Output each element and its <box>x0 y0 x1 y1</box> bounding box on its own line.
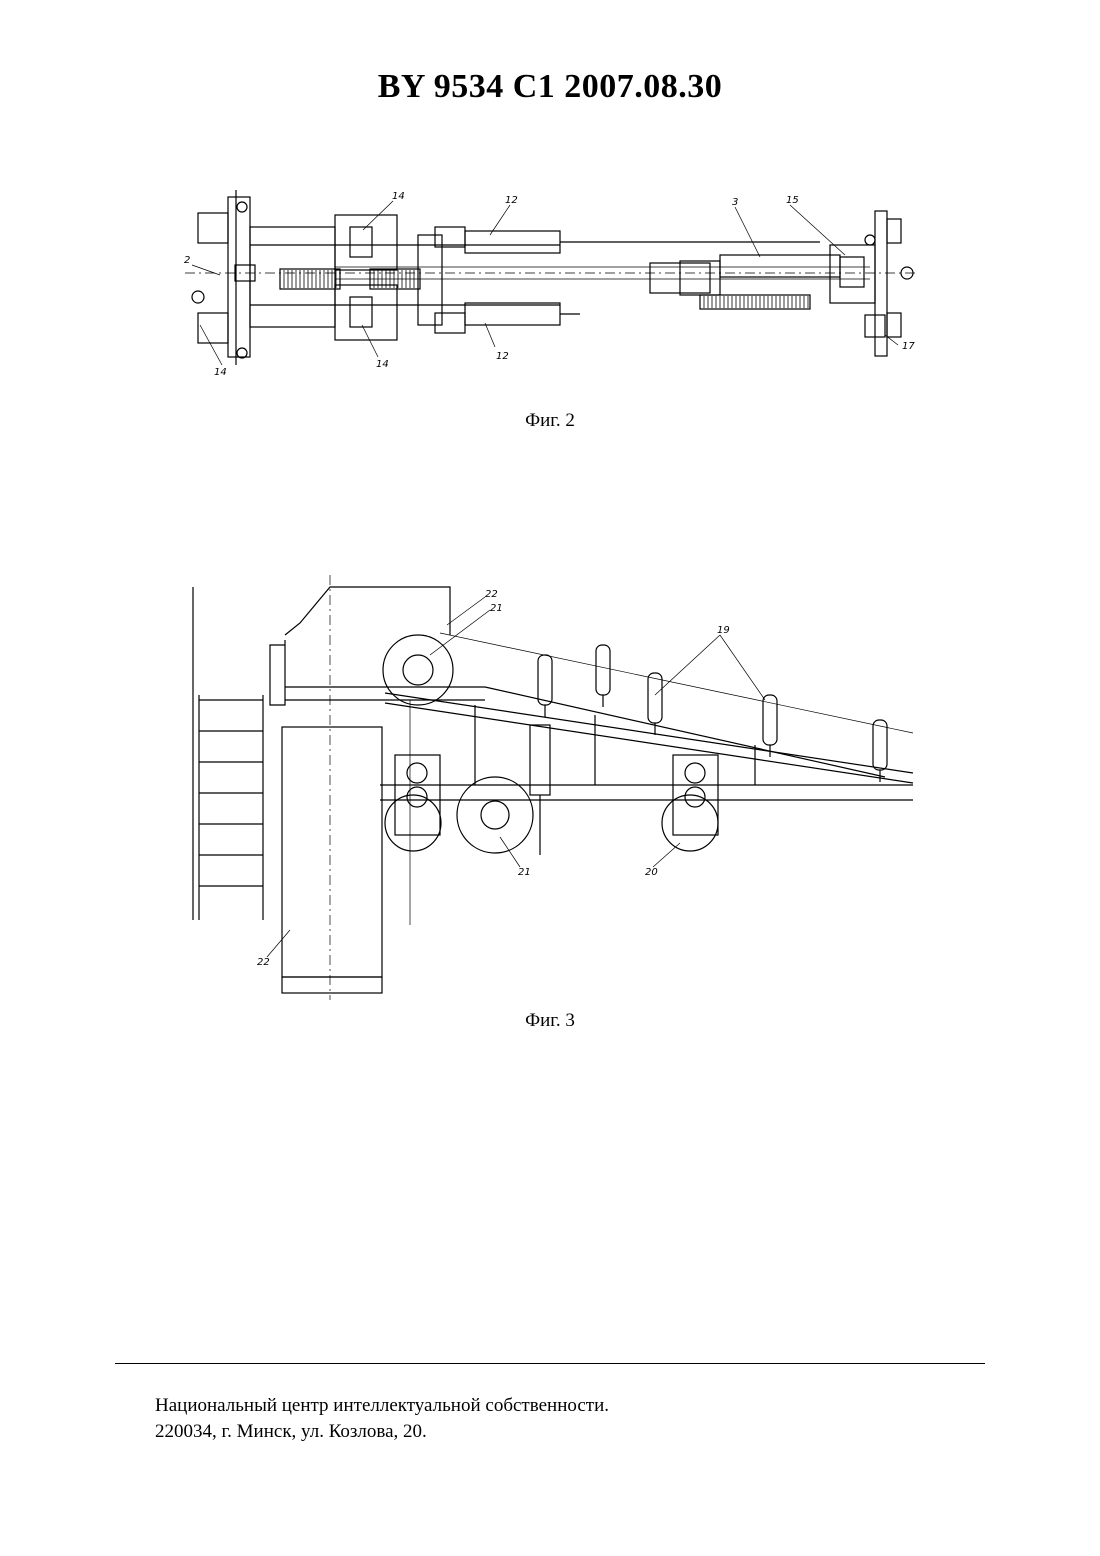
label-17: 17 <box>902 341 915 352</box>
label-2: 2 <box>184 255 190 266</box>
label-3: 3 <box>732 197 738 208</box>
figure-2-caption: Фиг. 2 <box>0 410 1100 432</box>
label-22-bottom: 22 <box>257 957 270 968</box>
page-title: BY 9534 C1 2007.08.30 <box>0 68 1100 106</box>
footer-organization: Национальный центр интеллектуальной собс… <box>155 1393 609 1419</box>
figure-3-caption: Фиг. 3 <box>0 1010 1100 1032</box>
label-12-top: 12 <box>505 195 518 206</box>
footer: Национальный центр интеллектуальной собс… <box>155 1393 609 1445</box>
label-14-left: 14 <box>214 367 227 378</box>
label-14-top: 14 <box>392 191 405 202</box>
label-22-top: 22 <box>485 589 498 600</box>
figure-3-drawing: 22 21 19 21 20 22 <box>185 575 925 1005</box>
drum-lower <box>457 777 533 853</box>
label-21-bottom: 21 <box>518 867 531 878</box>
label-21-top: 21 <box>490 603 503 614</box>
ladder <box>193 587 263 920</box>
label-20: 20 <box>645 867 658 878</box>
label-12-bottom: 12 <box>496 351 509 362</box>
label-19: 19 <box>717 625 730 636</box>
bogie-left <box>385 755 441 851</box>
label-14-bottom: 14 <box>376 359 389 370</box>
label-15: 15 <box>786 195 799 206</box>
figure-2-drawing: 2 14 12 3 15 14 14 12 17 <box>180 185 920 385</box>
bogie-right <box>662 755 718 851</box>
footer-address: 220034, г. Минск, ул. Козлова, 20. <box>155 1419 609 1445</box>
footer-rule <box>115 1363 985 1364</box>
